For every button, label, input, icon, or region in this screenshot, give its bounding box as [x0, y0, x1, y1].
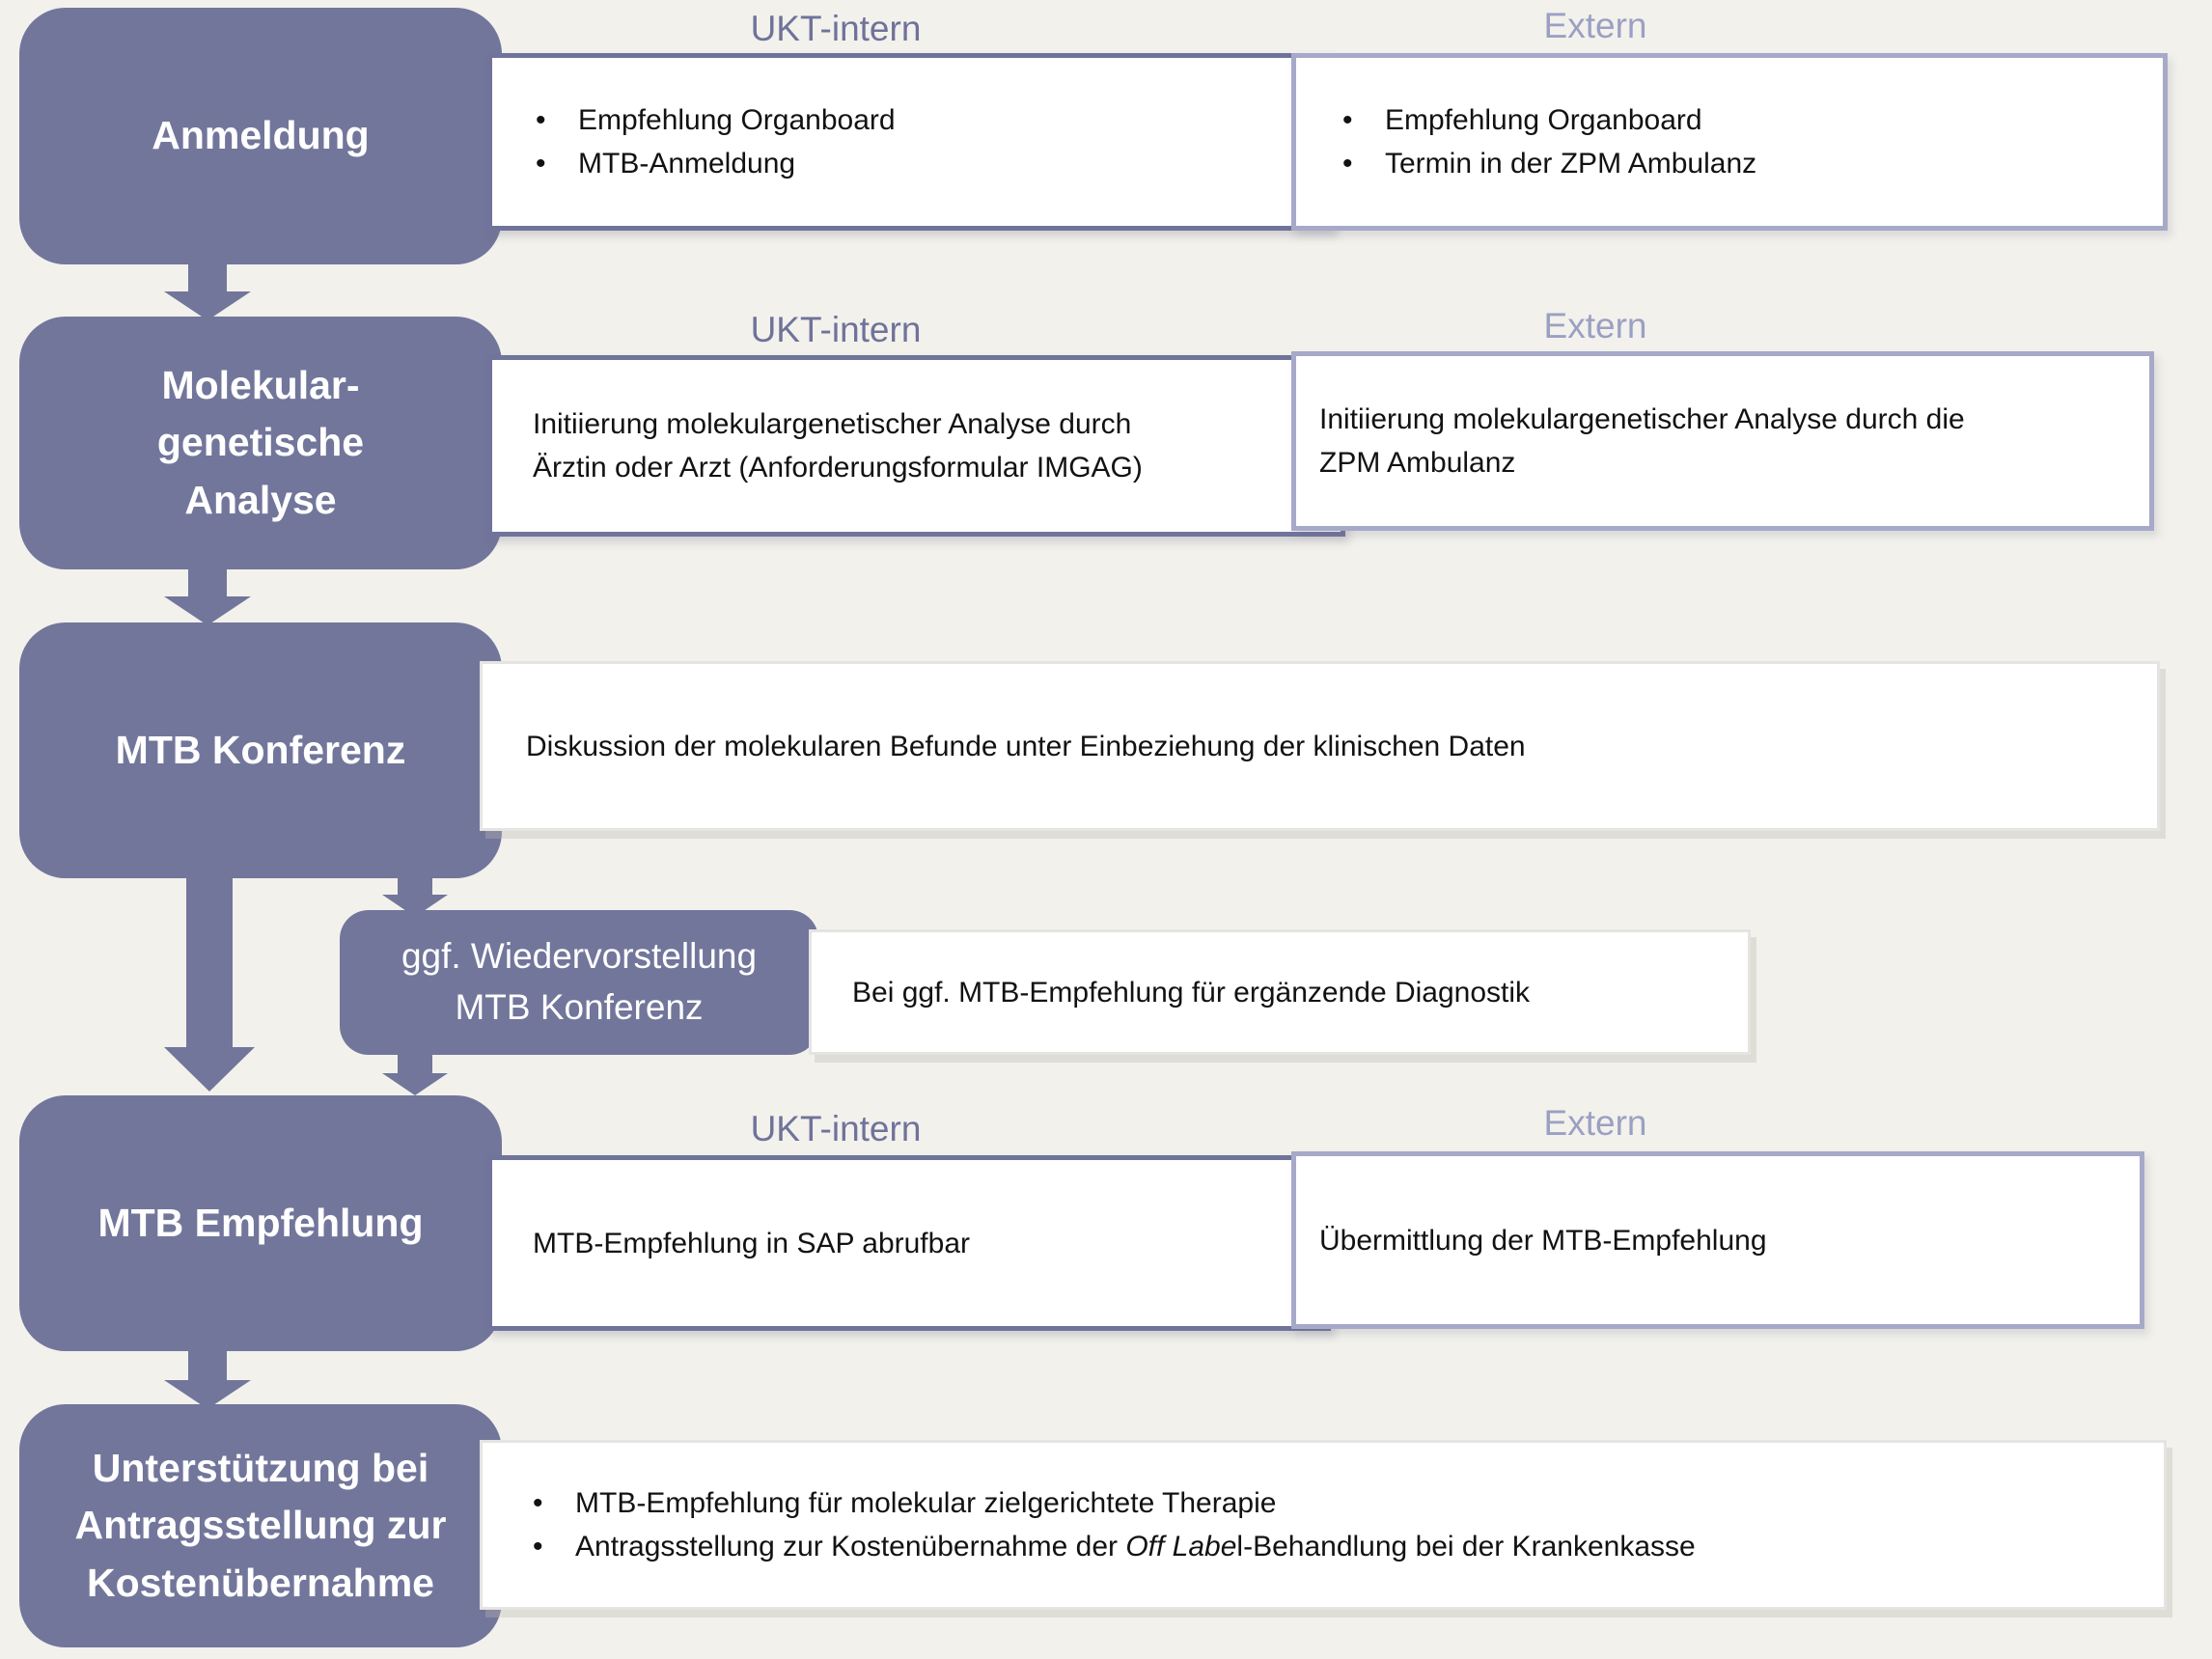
column-label-extern-row5: Extern	[1543, 1103, 1647, 1143]
bullet-item: Antragsstellung zur Kostenübernahme der …	[533, 1525, 2164, 1568]
text-line: Initiierung molekulargenetischer Analyse…	[533, 408, 1132, 440]
column-label-ukt-intern-row5: UKT-intern	[750, 1109, 922, 1148]
text-line: ZPM Ambulanz	[1319, 447, 1516, 479]
bullet-text: Antragsstellung zur Kostenübernahme der …	[575, 1525, 1696, 1568]
arrow-head	[382, 1073, 448, 1095]
text-line: Initiierung molekulargenetischer Analyse…	[1319, 403, 1965, 435]
column-label-extern-row2: Extern	[1543, 306, 1647, 346]
content-box-analyse-extern: Initiierung molekulargenetischer Analyse…	[1291, 351, 2154, 531]
bullet-text: MTB-Anmeldung	[578, 148, 796, 180]
bullet-dot	[533, 1481, 575, 1525]
column-label-ukt-intern-row2: UKT-intern	[750, 310, 922, 349]
title-line: Analyse	[184, 477, 337, 522]
arrow-head	[164, 291, 251, 320]
bullet-item: MTB-Anmeldung	[536, 142, 1329, 185]
flow-arrow-down-6	[164, 1349, 251, 1409]
arrow-head	[164, 596, 251, 625]
stage-title-wiedervorstellung: ggf. Wiedervorstellung MTB Konferenz	[401, 931, 757, 1033]
title-line: Kostenübernahme	[87, 1560, 434, 1605]
stage-box-wiedervorstellung: ggf. Wiedervorstellung MTB Konferenz	[340, 910, 818, 1055]
text-line: Übermittlung der MTB-Empfehlung	[1319, 1224, 1767, 1257]
arrow-stem	[186, 871, 233, 1048]
stage-box-anmeldung: Anmeldung	[19, 8, 502, 264]
flow-arrow-down-1	[164, 261, 251, 320]
flow-arrow-down-2	[164, 566, 251, 625]
bullet-text-prefix: Antragsstellung zur Kostenübernahme der	[575, 1531, 1126, 1562]
bullet-text-italic: Off Labe	[1125, 1531, 1237, 1562]
flow-arrow-wiedervorstellung-empfehlung	[382, 1050, 448, 1095]
text-line: Bei ggf. MTB-Empfehlung für ergänzende D…	[852, 976, 1531, 1009]
stage-box-molekulargenetische-analyse: Molekular- genetische Analyse	[19, 317, 502, 569]
bullet-text: Empfehlung Organboard	[578, 104, 896, 136]
content-box-empfehlung-extern: Übermittlung der MTB-Empfehlung	[1291, 1151, 2144, 1329]
bullet-dot	[536, 98, 578, 142]
content-box-wiedervorstellung: Bei ggf. MTB-Empfehlung für ergänzende D…	[809, 929, 1751, 1055]
bullet-item: MTB-Empfehlung für molekular zielgericht…	[533, 1481, 2164, 1525]
content-box-empfehlung-ukt: MTB-Empfehlung in SAP abrufbar	[487, 1155, 1331, 1331]
bullet-text-suffix: l-Behandlung bei der Krankenkasse	[1236, 1531, 1696, 1562]
content-box-analyse-ukt: Initiierung molekulargenetischer Analyse…	[487, 355, 1345, 537]
content-box-anmeldung-extern: Empfehlung Organboard Termin in der ZPM …	[1291, 53, 2168, 231]
bullet-item: Termin in der ZPM Ambulanz	[1342, 142, 2163, 185]
text-line: Ärztin oder Arzt (Anforderungsformular I…	[533, 452, 1143, 484]
content-box-mtb-konferenz: Diskussion der molekularen Befunde unter…	[480, 661, 2160, 831]
text-line: MTB-Empfehlung in SAP abrufbar	[533, 1227, 971, 1259]
arrow-stem	[188, 1349, 227, 1381]
bullet-text: MTB-Empfehlung für molekular zielgericht…	[575, 1487, 1277, 1519]
arrow-stem	[398, 871, 432, 896]
title-line: Antragsstellung zur	[74, 1503, 447, 1548]
title-line: Molekular-	[161, 362, 360, 407]
title-line: MTB Konferenz	[455, 987, 704, 1027]
stage-title-mtb-empfehlung: MTB Empfehlung	[97, 1200, 424, 1245]
stage-title-molekulargenetische-analyse: Molekular- genetische Analyse	[157, 357, 364, 529]
title-line: genetische	[156, 420, 365, 465]
column-label-ukt-intern-row1: UKT-intern	[750, 9, 922, 48]
stage-box-mtb-empfehlung: MTB Empfehlung	[19, 1095, 502, 1351]
arrow-stem	[188, 261, 227, 292]
column-label-extern-row1: Extern	[1543, 6, 1647, 45]
arrow-stem	[188, 566, 227, 597]
content-box-kostenuebernahme: MTB-Empfehlung für molekular zielgericht…	[480, 1440, 2167, 1610]
title-line: Unterstützung bei	[92, 1445, 429, 1490]
stage-box-mtb-konferenz: MTB Konferenz	[19, 622, 502, 878]
bullet-text: Empfehlung Organboard	[1385, 104, 1702, 136]
stage-title-anmeldung: Anmeldung	[152, 113, 370, 158]
arrow-head	[164, 1047, 255, 1092]
flow-arrow-long-konferenz-empfehlung	[164, 871, 255, 1092]
stage-title-mtb-konferenz: MTB Konferenz	[115, 727, 406, 772]
text-line: Diskussion der molekularen Befunde unter…	[526, 730, 1526, 762]
bullet-dot	[536, 142, 578, 185]
bullet-item: Empfehlung Organboard	[1342, 98, 2163, 142]
bullet-dot	[1342, 98, 1385, 142]
title-line: ggf. Wiedervorstellung	[401, 936, 758, 977]
bullet-text: Termin in der ZPM Ambulanz	[1385, 148, 1757, 180]
content-box-anmeldung-ukt: Empfehlung Organboard MTB-Anmeldung	[487, 53, 1334, 231]
stage-box-unterstuetzung-kostenuebernahme: Unterstützung bei Antragsstellung zur Ko…	[19, 1404, 502, 1647]
bullet-item: Empfehlung Organboard	[536, 98, 1329, 142]
bullet-dot	[533, 1525, 575, 1568]
stage-title-unterstuetzung: Unterstützung bei Antragsstellung zur Ko…	[75, 1440, 447, 1612]
bullet-dot	[1342, 142, 1385, 185]
